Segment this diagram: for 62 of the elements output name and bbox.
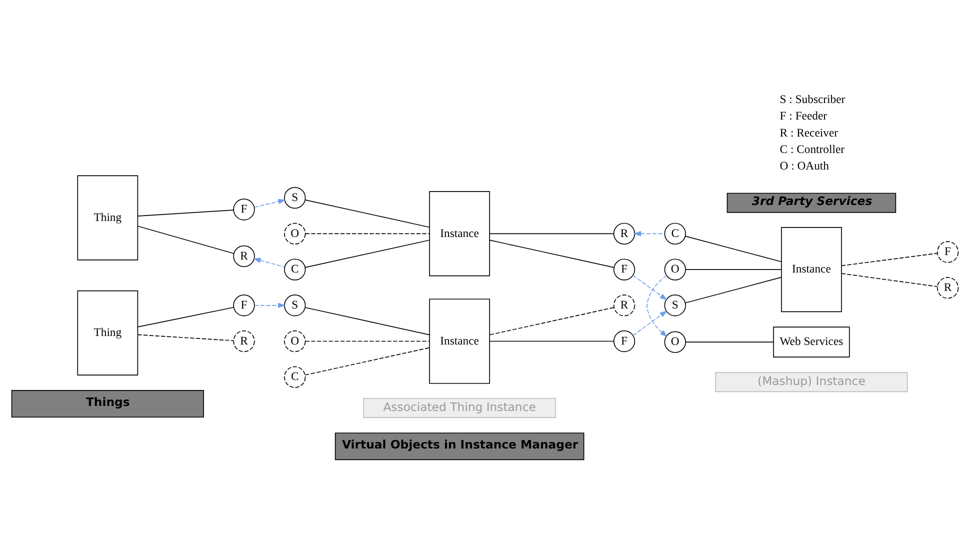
connector xyxy=(304,200,430,228)
node-circle: R xyxy=(613,222,636,245)
connector xyxy=(841,252,938,266)
connector xyxy=(685,276,782,304)
legend-label: C : Controller xyxy=(780,142,845,156)
connector xyxy=(685,269,782,270)
node-circle: S xyxy=(284,294,306,316)
node-circle: R xyxy=(233,245,255,268)
node-circle: R xyxy=(936,277,959,299)
connector xyxy=(490,340,614,342)
connector xyxy=(305,233,430,234)
arrow xyxy=(254,302,286,308)
node-circle: O xyxy=(284,330,306,352)
node-circle: R xyxy=(613,294,636,316)
legend-label: F : Feeder xyxy=(780,110,828,123)
node-box: Instance xyxy=(781,227,842,312)
node-box: Instance xyxy=(429,191,490,276)
node-box: Web Services xyxy=(773,326,850,358)
arrow xyxy=(632,274,668,300)
connector xyxy=(137,306,234,328)
node-circle: F xyxy=(936,241,959,263)
connector xyxy=(490,307,614,336)
node-circle: S xyxy=(664,294,686,316)
connector xyxy=(137,210,234,216)
connector xyxy=(304,307,430,336)
node-circle: S xyxy=(284,186,306,209)
node-circle: F xyxy=(233,198,255,220)
arrow xyxy=(253,258,285,268)
node-box: Thing xyxy=(77,290,138,376)
node-circle: F xyxy=(613,258,636,280)
legend-label: S : Subscriber xyxy=(780,92,846,106)
node-circle: O xyxy=(664,331,686,353)
connector xyxy=(137,334,234,342)
node-box: Thing xyxy=(77,175,138,260)
node-circle: C xyxy=(284,366,306,388)
legend-label: O : OAuth xyxy=(780,160,829,173)
node-box: Virtual Objects in Instance Manager xyxy=(334,432,584,460)
connector xyxy=(490,240,614,268)
node-circle: C xyxy=(284,258,306,280)
node-circle: C xyxy=(664,222,686,245)
arrow xyxy=(254,198,286,208)
legend-label: R : Receiver xyxy=(780,126,838,140)
node-box: Instance xyxy=(429,298,490,384)
node-circle: O xyxy=(664,258,686,280)
connector xyxy=(304,240,430,268)
arrow xyxy=(634,231,666,236)
arrow xyxy=(646,275,668,338)
connector xyxy=(685,236,782,262)
connector xyxy=(490,233,614,234)
connector xyxy=(841,273,938,287)
node-circle: O xyxy=(284,222,306,245)
arrow xyxy=(632,310,668,336)
connector xyxy=(137,226,234,254)
node-box: Associated Thing Instance xyxy=(363,398,556,418)
node-circle: F xyxy=(233,294,255,316)
node-box: Things xyxy=(11,390,204,418)
node-box: (Mashup) Instance xyxy=(715,372,908,392)
node-circle: F xyxy=(613,330,636,352)
connector xyxy=(304,347,430,376)
connector xyxy=(305,340,430,342)
node-box: 3rd Party Services xyxy=(726,192,896,213)
node-circle: R xyxy=(233,330,255,352)
